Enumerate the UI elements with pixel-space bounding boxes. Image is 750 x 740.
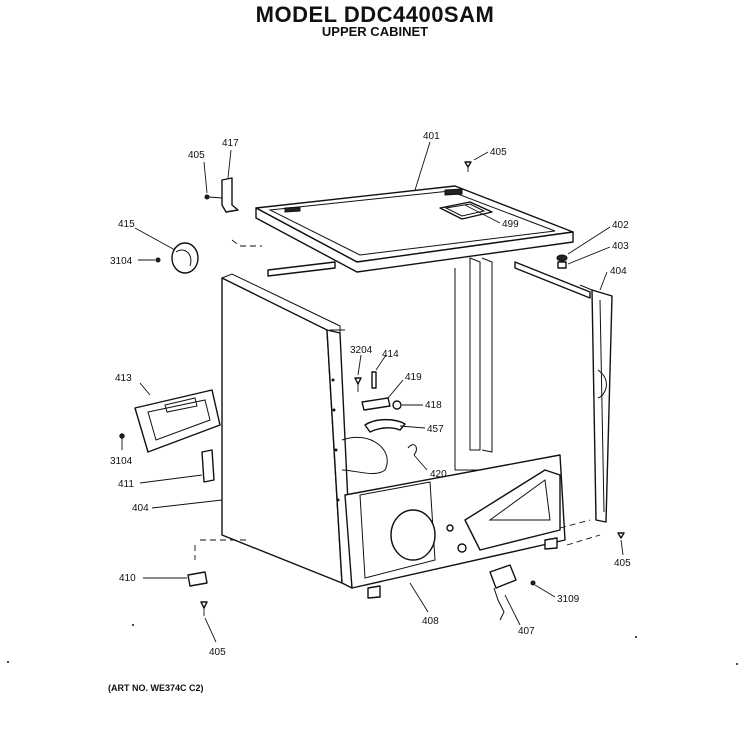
label-413: 413 xyxy=(115,373,132,384)
label-403: 403 xyxy=(612,241,629,252)
art-number: (ART NO. WE374C C2) xyxy=(108,683,204,693)
label-3104-top: 3104 xyxy=(110,256,133,267)
cap-415 xyxy=(171,242,199,274)
pin-414 xyxy=(371,371,377,389)
label-418: 418 xyxy=(425,400,442,411)
label-457: 457 xyxy=(427,424,444,435)
foot-410 xyxy=(187,571,208,587)
label-405-right: 405 xyxy=(614,558,631,569)
label-415: 415 xyxy=(118,219,135,230)
top-rail xyxy=(267,261,336,277)
switch-407 xyxy=(489,564,517,621)
screw-405-d xyxy=(617,532,625,539)
label-405-bottom: 405 xyxy=(209,647,226,658)
label-404-right: 404 xyxy=(610,266,627,277)
clip-402 xyxy=(556,254,568,262)
top-panel xyxy=(255,185,574,273)
nut-418 xyxy=(392,400,402,410)
label-499: 499 xyxy=(502,219,519,230)
label-402: 402 xyxy=(612,220,629,231)
bracket-417 xyxy=(221,177,239,213)
latch-411 xyxy=(201,449,215,483)
top-rail-right xyxy=(514,261,591,299)
front-panel xyxy=(344,454,566,599)
screw-405-a xyxy=(204,194,210,200)
block-419 xyxy=(361,397,391,411)
label-408: 408 xyxy=(422,616,439,627)
vent-bracket-413 xyxy=(134,389,221,453)
left-side-panel xyxy=(221,273,388,589)
label-417: 417 xyxy=(222,138,239,149)
label-419: 419 xyxy=(405,372,422,383)
diagram-subtitle: UPPER CABINET xyxy=(321,24,429,39)
label-411: 411 xyxy=(118,479,134,490)
label-404-left: 404 xyxy=(132,503,149,514)
screw-405-b xyxy=(464,161,472,168)
clip-420 xyxy=(407,444,417,456)
label-410: 410 xyxy=(119,573,136,584)
label-405: 405 xyxy=(188,150,205,161)
label-3204: 3204 xyxy=(350,345,373,356)
label-407: 407 xyxy=(518,626,535,637)
bracket-457 xyxy=(364,418,406,433)
diagram-title: MODEL DDC4400SAM xyxy=(255,2,495,27)
rear-frame xyxy=(330,257,505,471)
label-401: 401 xyxy=(423,131,440,142)
label-3109: 3109 xyxy=(557,594,580,605)
label-414: 414 xyxy=(382,349,399,360)
label-420: 420 xyxy=(430,469,447,480)
screw-3204 xyxy=(354,377,362,385)
right-side-panel xyxy=(579,284,613,523)
label-405-top: 405 xyxy=(490,147,507,158)
label-3104-left: 3104 xyxy=(110,456,133,467)
screw-405-c xyxy=(200,601,208,609)
